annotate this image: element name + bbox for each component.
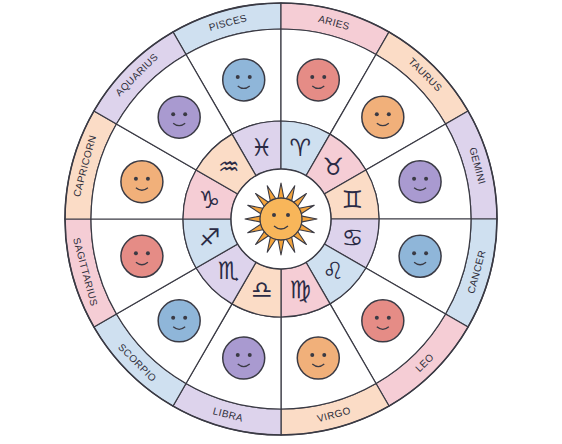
- zodiac-glyph: ♒: [218, 155, 240, 179]
- illustration-mouth: [377, 327, 389, 330]
- zodiac-glyph: ♋: [342, 226, 364, 250]
- illustration-eye: [134, 177, 138, 181]
- sun-eye: [272, 213, 276, 217]
- illustration-eye: [387, 316, 391, 320]
- zodiac-glyph: ♑: [199, 188, 221, 212]
- zodiac-glyph: ♉: [323, 155, 345, 179]
- zodiac-glyph: ♊: [342, 188, 364, 212]
- zodiac-glyph: ♌: [323, 259, 345, 283]
- sign-illustration: [362, 300, 404, 342]
- illustration-eye: [322, 353, 326, 357]
- sign-illustration: [121, 235, 163, 277]
- picture-segment: [281, 304, 376, 409]
- illustration-mouth: [414, 262, 426, 265]
- sign-illustration: [158, 300, 200, 342]
- illustration-eye: [375, 316, 379, 320]
- zodiac-glyph: ♓: [251, 136, 273, 160]
- illustration-mouth: [136, 188, 148, 191]
- illustration-eye: [146, 251, 150, 255]
- illustration-eye: [424, 177, 428, 181]
- zodiac-glyph: ♐: [199, 226, 221, 250]
- illustration-eye: [387, 112, 391, 116]
- sign-illustration: [121, 161, 163, 203]
- illustration-eye: [171, 316, 175, 320]
- sun-face: [260, 198, 302, 240]
- illustration-mouth: [238, 364, 250, 367]
- illustration-eye: [310, 75, 314, 79]
- illustration-eye: [183, 112, 187, 116]
- sign-illustration: [297, 59, 339, 101]
- illustration-eye: [248, 75, 252, 79]
- sun-eye: [286, 213, 290, 217]
- sun-ray: [278, 239, 284, 255]
- zodiac-glyph: ♍: [289, 278, 311, 302]
- illustration-eye: [412, 251, 416, 255]
- center-disc: [231, 169, 331, 269]
- illustration-mouth: [173, 327, 185, 330]
- illustration-eye: [183, 316, 187, 320]
- illustration-eye: [248, 353, 252, 357]
- zodiac-glyph: ♎: [251, 278, 273, 302]
- illustration-mouth: [414, 188, 426, 191]
- illustration-mouth: [312, 86, 324, 89]
- sign-illustration: [362, 96, 404, 138]
- sign-illustration: [223, 337, 265, 379]
- zodiac-glyph: ♈: [289, 136, 311, 160]
- picture-segment: [91, 219, 196, 314]
- illustration-eye: [310, 353, 314, 357]
- illustration-mouth: [173, 123, 185, 126]
- illustration-mouth: [238, 86, 250, 89]
- sun-mouth: [274, 226, 288, 229]
- sign-illustration: [399, 235, 441, 277]
- illustration-mouth: [312, 364, 324, 367]
- illustration-eye: [171, 112, 175, 116]
- zodiac-glyph: ♏: [218, 259, 240, 283]
- outer-rim: [65, 3, 497, 435]
- sign-illustration: [158, 96, 200, 138]
- picture-segment: [366, 124, 471, 219]
- sun-ray: [301, 216, 317, 222]
- sign-illustration: [297, 337, 339, 379]
- sign-illustration: [223, 59, 265, 101]
- illustration-eye: [424, 251, 428, 255]
- illustration-mouth: [136, 262, 148, 265]
- illustration-eye: [134, 251, 138, 255]
- illustration-eye: [236, 353, 240, 357]
- illustration-eye: [375, 112, 379, 116]
- illustration-eye: [236, 75, 240, 79]
- illustration-mouth: [377, 123, 389, 126]
- illustration-eye: [412, 177, 416, 181]
- illustration-eye: [146, 177, 150, 181]
- sun-ray: [245, 216, 261, 222]
- illustration-eye: [322, 75, 326, 79]
- sign-illustration: [399, 161, 441, 203]
- sun-ray: [278, 183, 284, 199]
